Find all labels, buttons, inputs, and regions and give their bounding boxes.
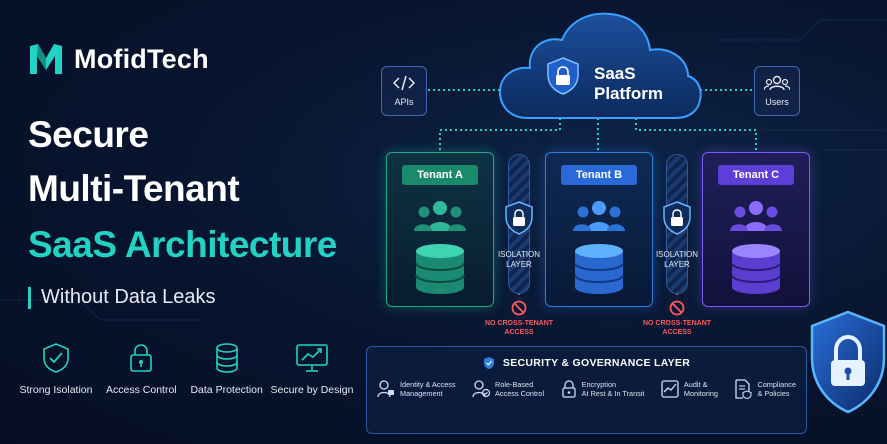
users-label: Users: [765, 97, 789, 107]
security-item-label: Role-Based Access Control: [495, 380, 544, 399]
feature-label: Secure by Design: [270, 384, 354, 396]
role-icon: [472, 380, 491, 398]
users-icon: [764, 75, 790, 91]
platform-label-line-1: SaaS: [594, 64, 636, 83]
security-item: Role-Based Access Control: [472, 379, 544, 399]
shield-check-icon: [483, 357, 494, 369]
padlock-icon: [130, 344, 153, 372]
tenant-c-title: Tenant C: [718, 165, 794, 185]
mofidtech-logo-icon: [30, 44, 62, 74]
security-item-label: Identity & Access Management: [400, 380, 456, 399]
database-icon: [215, 343, 238, 373]
security-items: Identity & Access Management Role-Based …: [377, 379, 796, 399]
security-item-line-1: Compliance: [757, 379, 796, 389]
feature-strong-isolation: Strong Isolation: [14, 342, 98, 396]
tenant-a-title: Tenant A: [402, 165, 478, 185]
no-cross-tenant-label: NO CROSS-TENANT ACCESS: [479, 320, 559, 338]
tenant-database-icon: [574, 244, 624, 294]
security-item-line-2: Monitoring: [683, 389, 718, 398]
no-cross-line-2: ACCESS: [504, 328, 534, 336]
security-item: Audit & Monitoring: [661, 379, 718, 399]
brand-name: MofidTech: [74, 43, 209, 74]
tenant-users-icon: [573, 201, 625, 231]
isolation-layer-1: ISOLATION LAYER NO CROSS-TENANT ACCESS: [485, 154, 553, 344]
feature-data-protection: Data Protection: [185, 342, 269, 396]
security-item-line-2: & Policies: [757, 389, 790, 398]
security-item: Encryption At Rest & In Transit: [561, 379, 645, 399]
shield-lock-icon: [547, 57, 579, 95]
tenant-users-icon: [414, 201, 466, 231]
isolation-label-line-2: LAYER: [506, 260, 532, 270]
chart-monitor-icon: [296, 344, 328, 372]
shield-lock-icon: [505, 201, 533, 235]
tenant-a-panel: Tenant A: [386, 152, 494, 307]
isolation-label-line-1: ISOLATION: [497, 250, 541, 259]
tenant-database-icon: [415, 244, 465, 294]
no-cross-line-1: NO CROSS-TENANT: [642, 320, 712, 327]
cloud-icon: [498, 12, 702, 119]
security-item-label: Compliance & Policies: [757, 380, 796, 399]
isolation-label-line-1: ISOLATION: [655, 250, 699, 259]
security-item-line-1: Audit &: [683, 379, 708, 389]
users-node: Users: [754, 66, 800, 116]
no-access-icon: [669, 300, 685, 316]
security-governance-layer: SECURITY & GOVERNANCE LAYER Identity & A…: [366, 346, 807, 434]
tenant-users-icon: [730, 201, 782, 231]
tenant-c-panel: Tenant C: [702, 152, 810, 307]
platform-label: SaaS Platform: [594, 64, 663, 103]
feature-secure-by-design: Secure by Design: [270, 342, 354, 396]
security-item-line-1: Encryption: [581, 379, 617, 389]
compliance-icon: [735, 379, 753, 399]
isolation-label: ISOLATION LAYER: [647, 250, 707, 271]
shield-lock-icon: [663, 201, 691, 235]
apis-node: APIs: [381, 66, 427, 116]
apis-label: APIs: [394, 97, 414, 107]
brand: MofidTech: [28, 42, 209, 76]
no-cross-line-2: ACCESS: [662, 328, 692, 336]
shield-check-icon: [43, 343, 69, 373]
security-item-label: Audit & Monitoring: [684, 380, 718, 399]
feature-label: Data Protection: [190, 384, 263, 396]
tagline-text: Without Data Leaks: [41, 286, 216, 308]
tenant-b-title: Tenant B: [561, 165, 637, 185]
tagline-accent-bar: [28, 286, 31, 309]
audit-icon: [661, 380, 679, 398]
tagline: Without Data Leaks: [28, 286, 216, 309]
security-item-line-1: Identity & Access: [400, 379, 456, 389]
no-cross-line-1: NO CROSS-TENANT: [484, 320, 554, 327]
no-cross-tenant-label: NO CROSS-TENANT ACCESS: [637, 320, 717, 338]
security-item-line-2: At Rest & In Transit: [581, 389, 645, 398]
large-shield-lock-icon: [810, 310, 886, 414]
feature-access-control: Access Control: [99, 342, 183, 396]
headline-line-2: Multi-Tenant: [28, 168, 240, 209]
isolation-label-line-2: LAYER: [664, 260, 690, 270]
security-title: SECURITY & GOVERNANCE LAYER: [367, 356, 806, 370]
isolation-label: ISOLATION LAYER: [489, 250, 549, 271]
security-item-line-2: Access Control: [495, 389, 545, 398]
security-item: Identity & Access Management: [377, 379, 456, 399]
no-access-icon: [511, 300, 527, 316]
saas-platform-cloud: SaaS Platform: [498, 8, 702, 124]
encryption-icon: [561, 380, 576, 398]
tenant-b-panel: Tenant B: [545, 152, 653, 307]
platform-label-line-2: Platform: [594, 83, 663, 103]
identity-icon: [377, 380, 394, 398]
headline-line-3: SaaS Architecture: [28, 224, 337, 265]
security-title-text: SECURITY & GOVERNANCE LAYER: [502, 357, 691, 369]
security-item: Compliance & Policies: [734, 379, 796, 399]
tenant-database-icon: [731, 244, 781, 294]
headline-line-1: Secure: [28, 114, 149, 155]
security-item-line-2: Management: [400, 389, 443, 398]
code-icon: [393, 75, 415, 91]
security-item-label: Encryption At Rest & In Transit: [582, 380, 645, 399]
feature-list: Strong Isolation Access Control Data Pro…: [14, 342, 354, 396]
security-item-line-1: Role-Based: [495, 379, 534, 389]
isolation-layer-2: ISOLATION LAYER NO CROSS-TENANT ACCESS: [643, 154, 711, 344]
feature-label: Strong Isolation: [19, 384, 93, 396]
feature-label: Access Control: [106, 384, 177, 396]
